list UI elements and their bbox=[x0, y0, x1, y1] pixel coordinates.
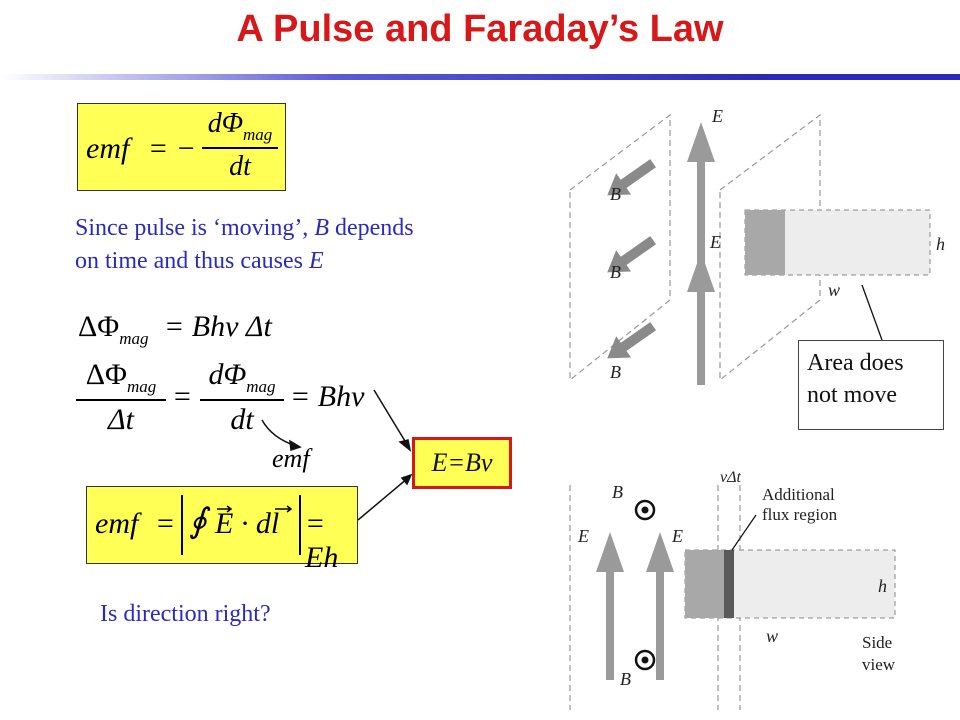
pulse-figure-top: E E B B B h w bbox=[569, 106, 945, 385]
top-B-label: B bbox=[610, 184, 621, 204]
faraday-denominator: dt bbox=[229, 151, 251, 182]
flux-fraction-1: ΔΦmag Δt bbox=[76, 358, 166, 437]
description-text: Since pulse is ‘moving’, B depends on ti… bbox=[75, 212, 535, 278]
flux-equation-1: ΔΦmag = Bhv Δt bbox=[78, 310, 272, 348]
svg-text:Additional: Additional bbox=[762, 485, 835, 504]
svg-text:flux region: flux region bbox=[762, 505, 838, 524]
flux-fraction-2: dΦmag dt bbox=[200, 358, 284, 437]
svg-text:view: view bbox=[862, 655, 896, 674]
vector-arrows bbox=[215, 501, 315, 513]
svg-text:E: E bbox=[577, 526, 589, 546]
abs-bar-left bbox=[181, 495, 183, 555]
integrand: E · dl bbox=[215, 507, 280, 540]
line-integral-box: emf = ∮ E · dl = Eh bbox=[86, 486, 358, 574]
svg-text:B: B bbox=[620, 669, 631, 689]
faraday-equals-minus: = − bbox=[148, 132, 196, 165]
result-box: E=Bv bbox=[412, 437, 512, 489]
svg-text:E: E bbox=[709, 232, 721, 252]
top-h-label: h bbox=[936, 234, 945, 254]
faraday-numerator: dΦ bbox=[207, 108, 244, 139]
svg-text:E: E bbox=[671, 526, 683, 546]
B-out-of-page-icon bbox=[634, 499, 656, 671]
description-line1a: Since pulse is ‘moving’, bbox=[75, 215, 315, 241]
svg-text:B: B bbox=[610, 362, 621, 382]
abs-bar-right bbox=[299, 495, 301, 555]
pulse-figure-bottom: B B E E vΔt Additional flux region h w S… bbox=[569, 470, 896, 710]
faraday-numerator-sub: mag bbox=[243, 125, 273, 144]
direction-question: Is direction right? bbox=[100, 601, 271, 627]
svg-text:h: h bbox=[878, 576, 887, 596]
description-line1c: depends bbox=[328, 215, 414, 241]
top-w-label: w bbox=[828, 280, 840, 300]
contour-integral: ∮ bbox=[189, 503, 207, 540]
description-B: B bbox=[314, 215, 329, 241]
faraday-lhs: emf bbox=[86, 132, 130, 165]
area-callout: Area does not move bbox=[798, 340, 944, 430]
description-E: E bbox=[308, 248, 324, 274]
faraday-fraction: dΦmag dt bbox=[198, 108, 282, 183]
svg-text:B: B bbox=[610, 262, 621, 282]
svg-text:vΔt: vΔt bbox=[720, 470, 741, 486]
svg-text:B: B bbox=[612, 482, 623, 502]
fraction-bar bbox=[202, 147, 278, 149]
faraday-equation-box: emf = − dΦmag dt bbox=[77, 103, 286, 191]
page-title: A Pulse and Faraday’s Law bbox=[236, 8, 724, 50]
svg-text:w: w bbox=[766, 626, 778, 646]
title-rule bbox=[0, 74, 960, 80]
svg-text:Side: Side bbox=[862, 633, 892, 652]
description-line2a: on time and thus causes bbox=[75, 248, 309, 274]
top-E-label: E bbox=[711, 106, 723, 126]
